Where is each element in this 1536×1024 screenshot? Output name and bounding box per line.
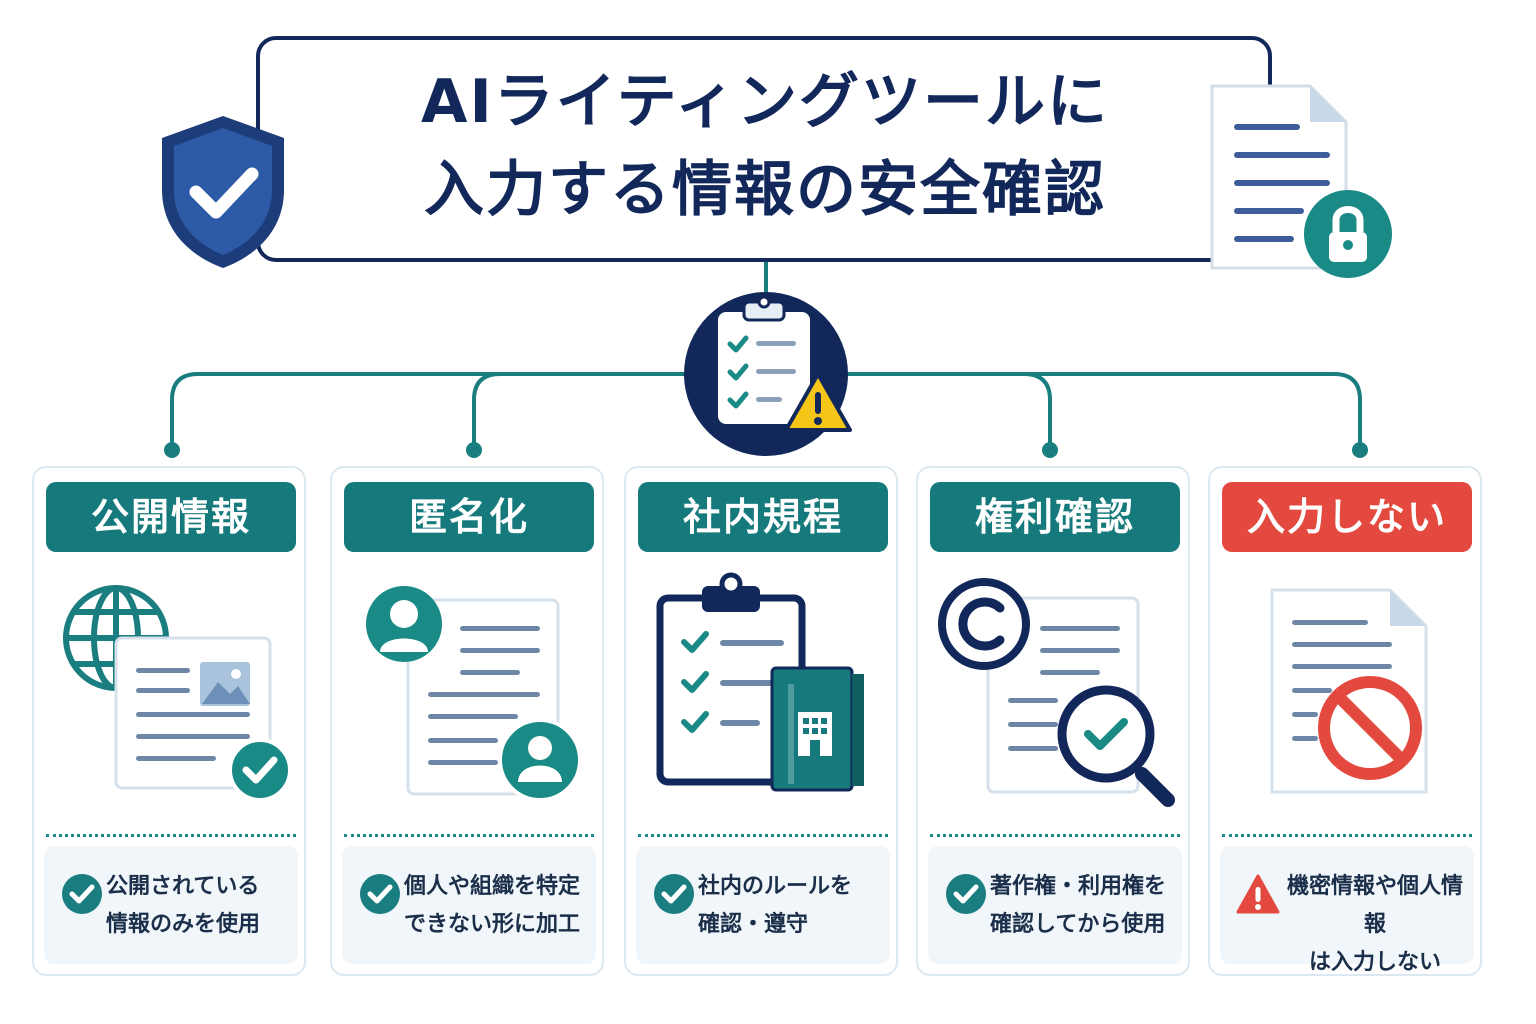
check-circle-icon <box>62 874 102 914</box>
card-note-text: 機密情報や個人情報 は入力しない <box>1286 874 1463 975</box>
card-label: 入力しない <box>1222 482 1472 552</box>
card-rights-check: 権利確認 著作権・利用権を 確認してから使用 <box>916 466 1190 976</box>
card-divider <box>638 834 888 837</box>
globe-document-check-icon <box>63 585 292 802</box>
card-label: 社内規程 <box>638 482 888 552</box>
anonymous-profile-document-icon <box>366 586 582 802</box>
locked-document-icon <box>1210 84 1392 278</box>
connector-lines <box>164 262 1368 458</box>
card-note-text: 社内のルールを 確認・遵守 <box>698 874 853 937</box>
card-label: 匿名化 <box>344 482 594 552</box>
card-divider <box>930 834 1180 837</box>
card-note-text: 個人や組織を特定 できない形に加工 <box>404 874 581 937</box>
card-label: 権利確認 <box>930 482 1180 552</box>
card-divider <box>46 834 296 837</box>
title-box <box>256 36 1272 262</box>
warning-icon <box>1236 874 1280 914</box>
check-circle-icon <box>360 874 400 914</box>
title-line-1: AIライティングツールに <box>421 67 1109 137</box>
card-anonymization: 匿名化 個人や組織を特定 できない形に加工 <box>330 466 604 976</box>
card-do-not-input: 入力しない 機密情報や個人情報 は入力しない <box>1208 466 1482 976</box>
card-note-text: 公開されている 情報のみを使用 <box>106 874 261 937</box>
card-note: 社内のルールを 確認・遵守 <box>636 846 890 964</box>
card-divider <box>1222 834 1472 837</box>
card-note: 機密情報や個人情報 は入力しない <box>1220 846 1474 975</box>
card-internal-rules: 社内規程 <box>624 466 898 976</box>
copyright-document-magnifier-icon <box>938 578 1175 807</box>
check-circle-icon <box>654 874 694 914</box>
shield-check-icon <box>162 116 284 268</box>
card-public-info: 公開情報 公開されている 情報のみを使用 <box>32 466 306 976</box>
title-line-2: 入力する情報の安全確認 <box>424 155 1106 225</box>
clipboard-building-book-icon <box>656 572 864 792</box>
card-note: 個人や組織を特定 できない形に加工 <box>342 846 596 964</box>
check-circle-icon <box>946 874 986 914</box>
card-divider <box>344 834 594 837</box>
card-note: 著作権・利用権を 確認してから使用 <box>928 846 1182 964</box>
card-note-text: 著作権・利用権を 確認してから使用 <box>990 874 1167 937</box>
prohibited-document-icon <box>1270 588 1428 794</box>
page-title: AIライティングツールに 入力する情報の安全確認 <box>300 58 1230 234</box>
card-label: 公開情報 <box>46 482 296 552</box>
clipboard-warning-icon <box>684 292 852 456</box>
card-note: 公開されている 情報のみを使用 <box>44 846 298 964</box>
